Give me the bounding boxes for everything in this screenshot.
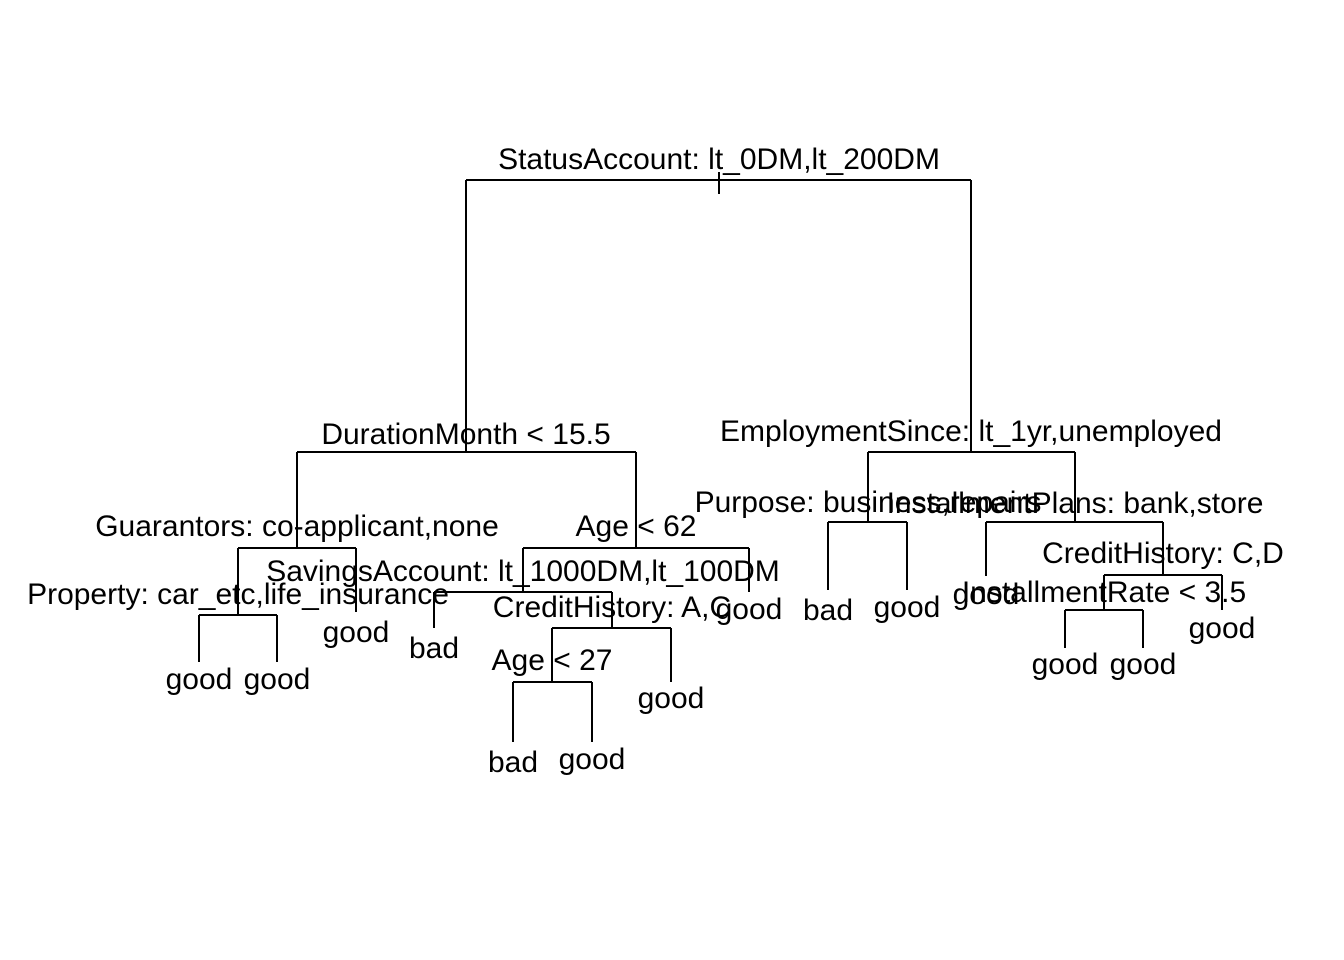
tree-branches [198,172,1223,742]
leaf-label: good [166,663,233,696]
leaf-label: good [874,591,941,624]
node-label-savings-account: SavingsAccount: lt_1000DM,lt_100DM [266,555,780,588]
node-label-installment-rate: InstallmentRate < 3.5 [962,576,1246,609]
node-label-employment-since: EmploymentSince: lt_1yr,unemployed [720,415,1222,448]
leaf-label: bad [488,746,538,779]
node-label-age-27: Age < 27 [492,644,613,677]
leaf-label: good [1110,648,1177,681]
node-label-credit-history-ac: CreditHistory: A,C [493,591,731,624]
leaf-label: good [953,578,1020,611]
leaf-label: good [1032,648,1099,681]
node-label-guarantors: Guarantors: co-applicant,none [95,510,499,543]
leaf-label: bad [803,594,853,627]
leaf-label: good [638,682,705,715]
leaf-label: good [323,616,390,649]
split-labels: StatusAccount: lt_0DM,lt_200DM DurationM… [27,143,1284,677]
leaf-labels: good good good bad good bad good good ba… [166,578,1256,779]
node-label-status-account: StatusAccount: lt_0DM,lt_200DM [498,143,940,176]
leaf-label: good [716,593,783,626]
node-label-property: Property: car_etc,life_insurance [27,578,449,611]
leaf-label: bad [409,632,459,665]
leaf-label: good [1189,612,1256,645]
leaf-label: good [559,743,626,776]
leaf-label: good [244,663,311,696]
node-label-age-62: Age < 62 [576,510,697,543]
node-label-installment-plans: InstallmentPlans: bank,store [887,487,1264,520]
node-label-credit-history-cd: CreditHistory: C,D [1042,537,1284,570]
node-label-duration-month: DurationMonth < 15.5 [321,418,610,451]
node-label-purpose: Purpose: business,repairs [695,486,1042,519]
